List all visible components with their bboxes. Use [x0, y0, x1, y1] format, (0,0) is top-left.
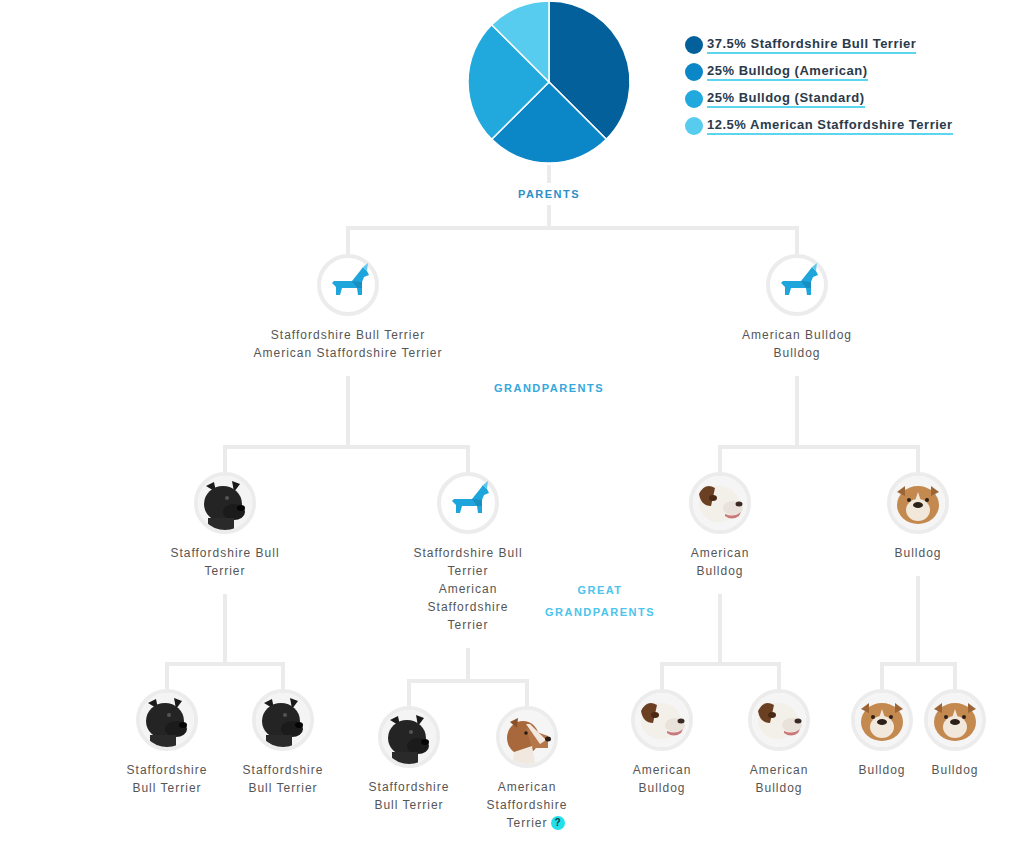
lineage-connector: [348, 376, 468, 472]
breed-icon: [136, 689, 198, 751]
legend-text: 12.5% American Staffordshire Terrier: [707, 117, 953, 135]
lineage-connector: [720, 376, 797, 472]
legend-swatch: [685, 63, 703, 81]
breed-text-group: Staffordshire Bull Terrier: [357, 778, 461, 814]
breed-icon: [496, 706, 558, 768]
breed-icon: [631, 689, 693, 751]
pedigree-node: Bulldog: [847, 689, 917, 779]
legend-swatch: [685, 90, 703, 108]
breed-name: Bulldog: [920, 761, 990, 779]
pedigree-node: Staffordshire Bull Terrier: [357, 706, 461, 814]
legend-entry: 25% Bulldog (Standard): [685, 90, 953, 108]
breed-name: Staffordshire Bull Terrier: [248, 326, 448, 344]
help-badge: ?: [551, 816, 565, 830]
breed-icon: [766, 254, 828, 316]
legend: 37.5% Staffordshire Bull Terrier 25% Bull…: [685, 36, 953, 144]
lineage-connector: [882, 576, 918, 689]
breed-icon: [194, 472, 256, 534]
breed-icon: [689, 472, 751, 534]
legend-text: 25% Bulldog (American): [707, 63, 868, 81]
breed-icon: [887, 472, 949, 534]
breed-text-group: American BulldogBulldog: [697, 326, 897, 362]
legend-entry: 25% Bulldog (American): [685, 63, 953, 81]
breed-pie-chart: [468, 1, 630, 163]
tier-label: GREAT GRANDPARENTS: [534, 579, 666, 623]
legend-swatch: [685, 36, 703, 54]
breed-name: American Staffordshire Terrier: [413, 580, 523, 634]
breed-name: Staffordshire Bull Terrier: [357, 778, 461, 814]
breed-icon: [378, 706, 440, 768]
lineage-connector: [225, 594, 283, 689]
legend-entry: 37.5% Staffordshire Bull Terrier: [685, 36, 953, 54]
breed-name: Staffordshire Bull Terrier: [115, 761, 219, 797]
breed-name: American Bulldog: [610, 761, 714, 797]
pedigree-node: Staffordshire Bull Terrier: [115, 689, 219, 797]
tier-label: GRANDPARENTS: [490, 377, 608, 399]
breed-text-group: American Bulldog: [727, 761, 831, 797]
breed-name: Bulldog: [847, 761, 917, 779]
breed-icon: [252, 689, 314, 751]
lineage-connector: [918, 576, 955, 689]
breed-name: American Bulldog: [697, 326, 897, 344]
breed-text-group: Staffordshire Bull Terrier: [231, 761, 335, 797]
breed-name: American Staffordshire Terrier: [248, 344, 448, 362]
breed-text-group: American Bulldog: [610, 761, 714, 797]
breed-name: American Bulldog: [727, 761, 831, 797]
lineage-connector: [468, 648, 527, 706]
pedigree-node: American Bulldog: [727, 689, 831, 797]
pedigree-node: Staffordshire Bull Terrier: [231, 689, 335, 797]
lineage-connector: [662, 594, 720, 689]
legend-text: 37.5% Staffordshire Bull Terrier: [707, 36, 916, 54]
breed-icon: [437, 472, 499, 534]
breed-name: Bulldog: [863, 544, 973, 562]
breed-icon: [924, 689, 986, 751]
breed-icon: [748, 689, 810, 751]
legend-entry: 12.5% American Staffordshire Terrier: [685, 117, 953, 135]
pedigree-node: Bulldog: [863, 472, 973, 576]
breed-text-group: Staffordshire Bull TerrierAmerican Staff…: [248, 326, 448, 362]
pedigree-node: Staffordshire Bull TerrierAmerican Staff…: [248, 254, 448, 376]
lineage-connector: [225, 376, 348, 472]
breed-text-group: Bulldog: [920, 761, 990, 779]
breed-text-group: Staffordshire Bull Terrier: [115, 761, 219, 797]
breed-icon: [317, 254, 379, 316]
lineage-connector: [797, 376, 918, 472]
breed-name: Bulldog: [697, 344, 897, 362]
pedigree-node: American Staffordshire Terrier: [475, 706, 579, 832]
breed-text-group: Bulldog: [863, 544, 973, 562]
lineage-connector: [409, 648, 468, 706]
breed-text-group: Bulldog: [847, 761, 917, 779]
lineage-connector: [167, 594, 225, 689]
pie-slice: [492, 1, 549, 82]
lineage-connector: [720, 594, 779, 689]
pedigree-node: American Bulldog: [665, 472, 775, 594]
pedigree-node: Staffordshire Bull TerrierAmerican Staff…: [413, 472, 523, 648]
tier-label: PARENTS: [514, 183, 584, 205]
pedigree-node: American Bulldog: [610, 689, 714, 797]
root-tree-line: [348, 165, 797, 254]
pedigree-node: Staffordshire Bull Terrier: [170, 472, 280, 594]
breed-name: American Bulldog: [665, 544, 775, 580]
breed-text-group: Staffordshire Bull TerrierAmerican Staff…: [413, 544, 523, 634]
legend-swatch: [685, 117, 703, 135]
pedigree-node: Bulldog: [920, 689, 990, 779]
breed-text-group: American Bulldog: [665, 544, 775, 580]
breed-name: Staffordshire Bull Terrier: [413, 544, 523, 580]
breed-name: Staffordshire Bull Terrier: [231, 761, 335, 797]
breed-text-group: Staffordshire Bull Terrier: [170, 544, 280, 580]
breed-icon: [851, 689, 913, 751]
breed-name: Staffordshire Bull Terrier: [170, 544, 280, 580]
pedigree-node: American BulldogBulldog: [697, 254, 897, 376]
legend-text: 25% Bulldog (Standard): [707, 90, 865, 108]
